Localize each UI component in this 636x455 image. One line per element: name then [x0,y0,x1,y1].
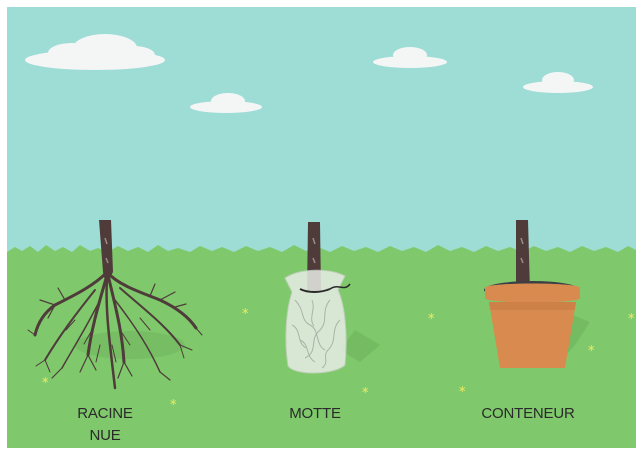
label-racine-nue: RACINE NUE [15,403,195,447]
white-border-left [0,0,7,455]
flower-icon: * [428,312,435,327]
label-racine-line2: NUE [15,425,195,447]
flower-icon: * [588,344,595,359]
white-border [0,448,636,455]
flower-icon: * [459,385,466,400]
label-conteneur: CONTENEUR [438,403,618,425]
white-border-top [0,0,636,7]
label-motte: MOTTE [225,403,405,425]
flower-icon: * [362,386,369,401]
flower-icon: * [42,376,49,391]
flower-icon: * [242,307,249,322]
flower-icon: * [628,312,635,327]
label-racine-line1: RACINE [15,403,195,425]
